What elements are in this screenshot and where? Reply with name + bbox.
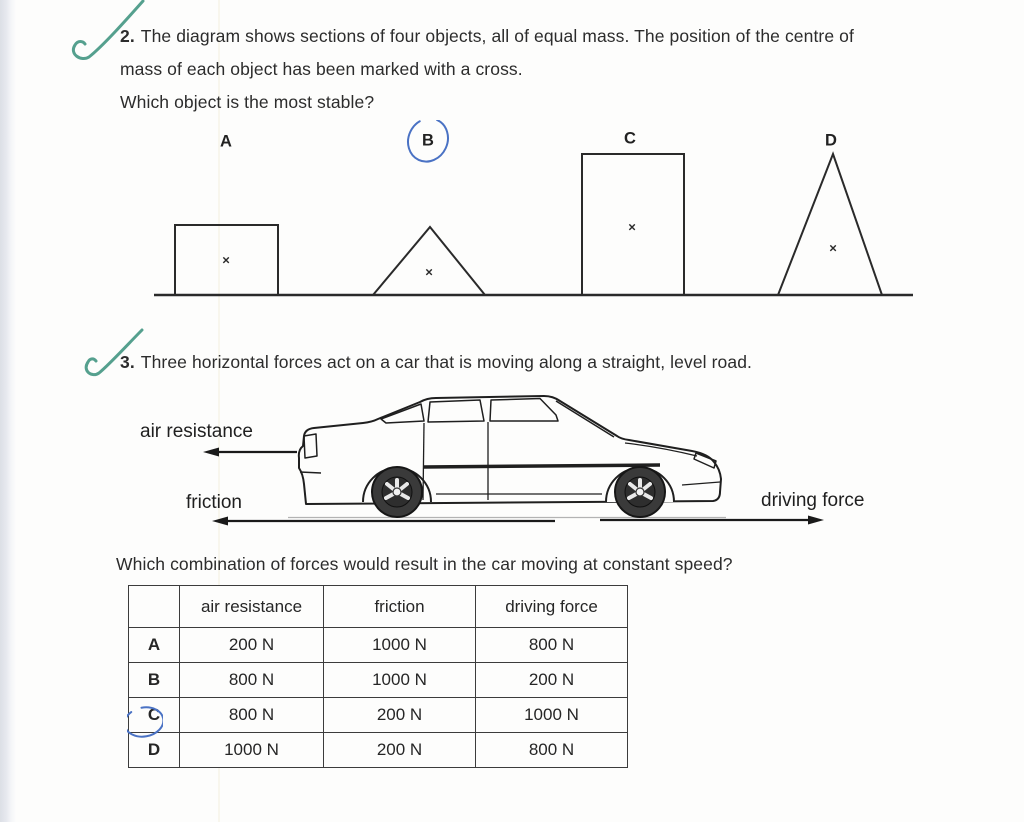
rear-wheel	[371, 466, 423, 518]
centre-of-mass-cross-b: ×	[425, 264, 433, 279]
scan-crease	[218, 0, 220, 822]
table-header-blank	[128, 585, 180, 628]
shape-label-c: C	[624, 129, 636, 147]
friction-label: friction	[186, 492, 242, 513]
stability-diagram: × × × × A B C D	[154, 120, 913, 297]
front-wheel	[614, 466, 666, 518]
question-2-number: 2.	[120, 26, 135, 46]
question-3-line: 3.Three horizontal forces act on a car t…	[120, 346, 980, 379]
air-resistance-arrow	[203, 447, 297, 457]
table-header-air-resistance: air resistance	[179, 585, 324, 628]
shape-label-d: D	[825, 131, 837, 149]
cell-a-driving: 800 N	[475, 627, 628, 663]
question-2-prompt: Which object is the most stable?	[120, 92, 375, 112]
table-row-b: B 800 N 1000 N 200 N	[128, 662, 628, 698]
friction-arrow	[212, 516, 555, 526]
question-2-text1: The diagram shows sections of four objec…	[140, 26, 854, 46]
driving-force-arrow	[600, 515, 824, 525]
centre-of-mass-cross-a: ×	[222, 252, 230, 267]
car-force-diagram	[203, 395, 824, 526]
table-row-a: A 200 N 1000 N 800 N	[128, 627, 628, 663]
table-row-d: D 1000 N 200 N 800 N	[128, 732, 628, 768]
centre-of-mass-cross-d: ×	[829, 240, 837, 255]
green-tick-q2-icon	[72, 0, 145, 60]
question-3: 3.Three horizontal forces act on a car t…	[120, 346, 980, 379]
cell-d-air: 1000 N	[179, 732, 324, 768]
shape-label-a: A	[220, 132, 232, 150]
question-3-prompt: Which combination of forces would result…	[116, 554, 733, 574]
table-header-driving-force: driving force	[475, 585, 628, 628]
centre-of-mass-cross-c: ×	[628, 219, 636, 234]
cell-b-friction: 1000 N	[323, 662, 476, 698]
cell-c-driving: 1000 N	[475, 697, 628, 733]
table-header-friction: friction	[323, 585, 476, 628]
scan-page-edge	[0, 0, 16, 822]
question-2-line1: 2.The diagram shows sections of four obj…	[120, 20, 970, 53]
driving-force-label: driving force	[761, 490, 865, 511]
forces-table: air resistance friction driving force A …	[128, 585, 628, 768]
cell-b-air: 800 N	[179, 662, 324, 698]
cell-b-driving: 200 N	[475, 662, 628, 698]
table-header-row: air resistance friction driving force	[128, 585, 628, 628]
row-label-b: B	[128, 662, 180, 698]
shape-a-rectangle	[174, 224, 279, 296]
cell-a-air: 200 N	[179, 627, 324, 663]
question-3-text: Three horizontal forces act on a car tha…	[140, 352, 752, 372]
shape-c-rectangle	[581, 153, 685, 296]
row-label-a: A	[128, 627, 180, 663]
pen-circle-answer-b	[407, 120, 449, 163]
cell-c-air: 800 N	[179, 697, 324, 733]
question-2: 2.The diagram shows sections of four obj…	[120, 20, 970, 119]
table-row-c: C 800 N 200 N 1000 N	[128, 697, 628, 733]
air-resistance-label: air resistance	[140, 421, 253, 442]
green-tick-q3-icon	[84, 328, 144, 377]
question-3-number: 3.	[120, 352, 135, 372]
pen-circle-answer-c	[127, 706, 163, 738]
cell-c-friction: 200 N	[323, 697, 476, 733]
cell-a-friction: 1000 N	[323, 627, 476, 663]
question-2-text2: mass of each object has been marked with…	[120, 59, 523, 79]
shape-b-triangle	[370, 225, 488, 296]
cell-d-driving: 800 N	[475, 732, 628, 768]
shape-label-b: B	[422, 131, 434, 149]
cell-d-friction: 200 N	[323, 732, 476, 768]
shape-d-triangle	[776, 151, 884, 296]
